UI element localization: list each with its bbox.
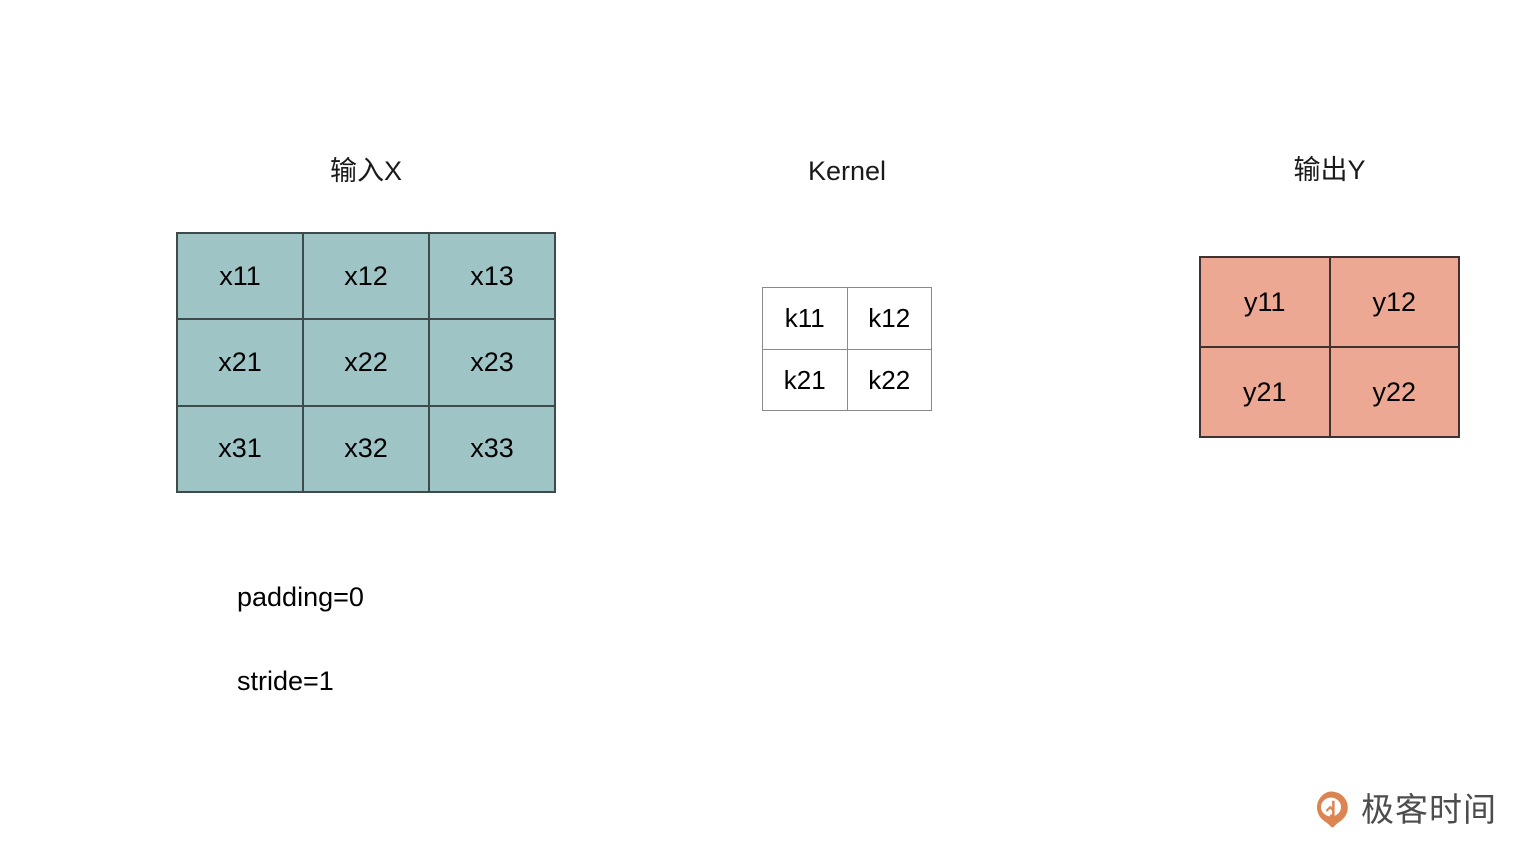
matrix-cell: y12: [1330, 258, 1458, 346]
matrix-cell: k22: [847, 349, 931, 410]
matrix-cell: x13: [430, 234, 554, 319]
input-matrix-title: 输入X: [329, 156, 402, 186]
watermark: 极客时间: [1311, 789, 1497, 829]
matrix-cell: x21: [178, 320, 302, 405]
geektime-logo-icon: [1311, 789, 1351, 829]
matrix-cell: x33: [430, 406, 554, 491]
matrix-cell: x32: [304, 406, 428, 491]
matrix-cell: y22: [1330, 348, 1458, 436]
padding-parameter-label: padding=0: [237, 582, 364, 612]
matrix-cell: x31: [178, 406, 302, 491]
matrix-cell: x12: [304, 234, 428, 319]
matrix-cell: x11: [178, 234, 302, 319]
kernel-matrix-title: Kernel: [807, 156, 887, 186]
stride-parameter-label: stride=1: [237, 666, 334, 696]
output-matrix: y11 y12 y21 y22: [1199, 256, 1460, 438]
output-matrix-title: 输出Y: [1293, 155, 1366, 185]
watermark-text: 极客时间: [1361, 790, 1497, 828]
matrix-cell: x22: [304, 320, 428, 405]
matrix-cell: x23: [430, 320, 554, 405]
matrix-cell: k11: [763, 288, 847, 349]
kernel-matrix: k11 k12 k21 k22: [762, 287, 932, 411]
matrix-cell: k12: [847, 288, 931, 349]
matrix-cell: y11: [1201, 258, 1329, 346]
matrix-cell: y21: [1201, 348, 1329, 436]
matrix-cell: k21: [763, 349, 847, 410]
input-matrix: x11 x12 x13 x21 x22 x23 x31 x32 x33: [176, 232, 556, 493]
